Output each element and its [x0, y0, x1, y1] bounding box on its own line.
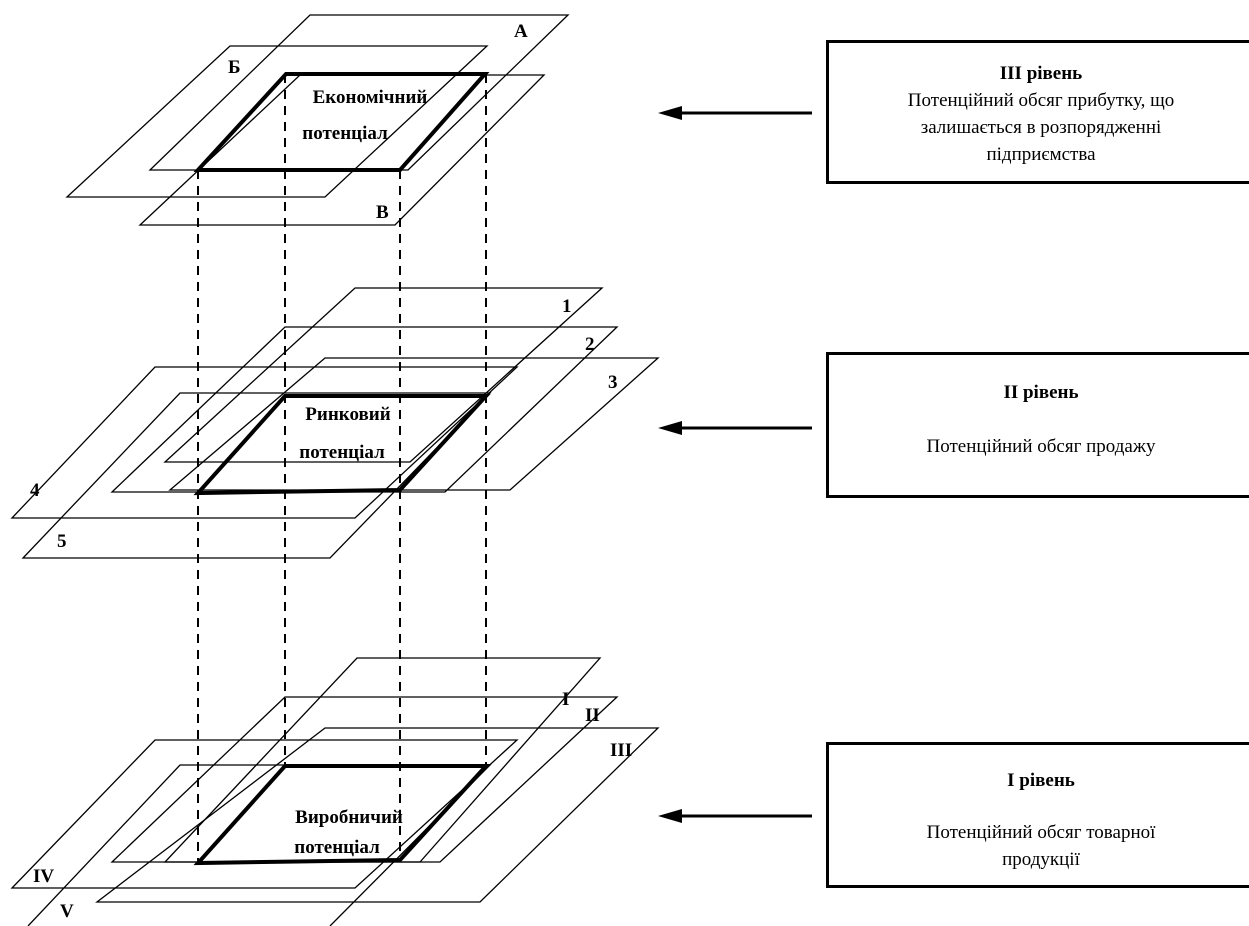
plane-label-V: V	[60, 901, 74, 922]
level-3-box: ІІІ рівень Потенційний обсяг прибутку, щ…	[826, 40, 1249, 184]
production-potential-line-2: потенціал	[294, 837, 380, 858]
level-3-text-line-3: підприємства	[986, 144, 1096, 165]
plane-label-b: Б	[228, 57, 241, 78]
production-potential-line-1: Виробничий	[295, 807, 403, 828]
level-3-title: ІІІ рівень	[999, 63, 1083, 84]
plane-II	[110, 696, 619, 863]
plane-label-5: 5	[57, 531, 67, 552]
market-potential-line-1: Ринковий	[305, 404, 390, 425]
projection-lines	[197, 74, 487, 863]
plane-b	[65, 45, 489, 198]
plane-label-1: 1	[562, 296, 572, 317]
level-3-text-line-1: Потенційний обсяг прибутку, що	[907, 90, 1175, 111]
plane-label-2: 2	[585, 334, 595, 355]
plane-2	[110, 326, 619, 493]
plane-I	[163, 657, 602, 863]
economic-potential-line-1: Економічний	[313, 87, 428, 108]
level-1-text-line-2: продукції	[1002, 849, 1080, 870]
plane-3	[168, 357, 660, 491]
level-1-box: І рівень Потенційний обсяг товарної прод…	[826, 742, 1249, 888]
plane-IV	[10, 739, 519, 889]
plane-label-IV: ІV	[33, 866, 54, 887]
level-2-title: ІІ рівень	[1003, 382, 1079, 403]
arrow-level-1	[658, 809, 812, 823]
plane-a	[148, 14, 570, 171]
level-1-planes	[10, 657, 660, 926]
plane-1	[163, 287, 604, 463]
level-2-text: Потенційний обсяг продажу	[926, 436, 1156, 457]
economic-potential-line-2: потенціал	[302, 123, 388, 144]
plane-label-4: 4	[30, 480, 40, 501]
plane-III	[95, 727, 660, 903]
plane-4	[10, 366, 519, 519]
plane-label-II: ІІ	[585, 705, 600, 726]
plane-label-a: А	[514, 21, 528, 42]
level-2-planes	[10, 287, 660, 559]
arrow-level-3	[658, 106, 812, 120]
plane-label-v: В	[376, 202, 389, 223]
plane-label-III: ІІІ	[610, 740, 632, 761]
plane-label-3: 3	[608, 372, 618, 393]
level-1-title: І рівень	[1007, 770, 1075, 791]
level-1-text-line-1: Потенційний обсяг товарної	[926, 822, 1156, 843]
level-3-text-line-2: залишається в розпорядженні	[920, 117, 1162, 138]
level-2-box: ІІ рівень Потенційний обсяг продажу	[826, 352, 1249, 498]
arrow-level-2	[658, 421, 812, 435]
plane-5	[21, 392, 492, 559]
market-potential-line-2: потенціал	[299, 442, 385, 463]
plane-label-I: І	[562, 689, 569, 710]
level-3-planes	[65, 14, 570, 226]
